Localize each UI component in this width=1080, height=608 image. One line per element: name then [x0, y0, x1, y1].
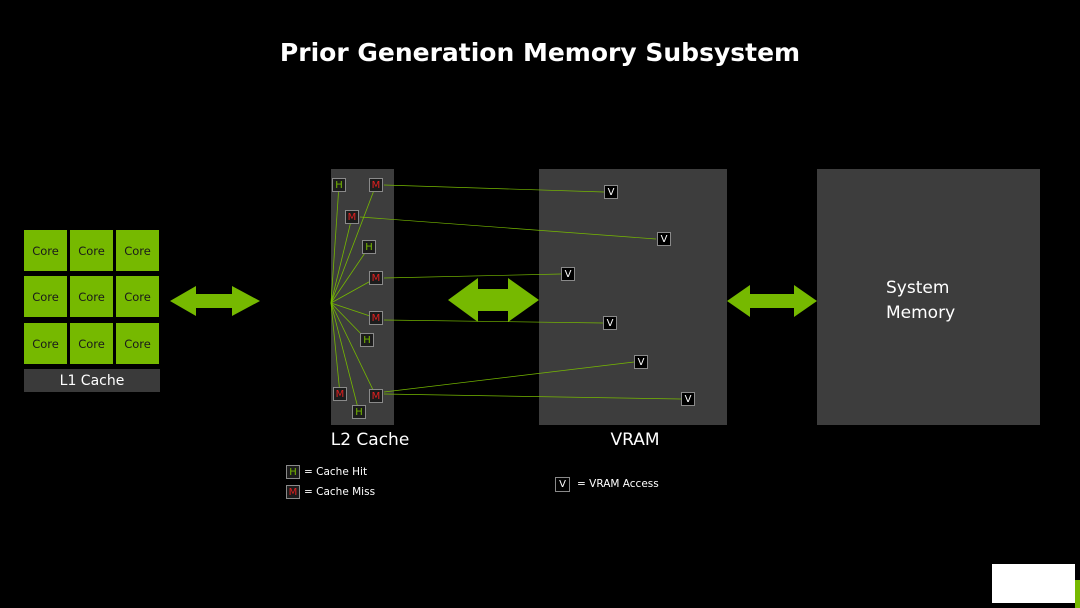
core-3-1: Core [24, 323, 67, 364]
core-grid: Core Core Core Core Core Core Core Core … [24, 230, 160, 365]
l1-l2-double-arrow [170, 286, 260, 316]
legend-miss-tag: M [286, 485, 300, 499]
l2-vram-double-arrow [448, 278, 539, 322]
fan-line-10 [330, 302, 360, 413]
legend-vram-text: = VRAM Access [577, 478, 659, 490]
core-2-1: Core [24, 276, 67, 317]
legend-miss-text: = Cache Miss [304, 486, 376, 498]
vram-label: VRAM [610, 430, 660, 450]
vram-line-1 [383, 184, 605, 193]
vram-line-6 [383, 393, 682, 400]
vram-sysmem-double-arrow [727, 285, 817, 317]
core-1-2: Core [70, 230, 113, 271]
legend-vram-tag: V [555, 477, 570, 492]
core-1-1: Core [24, 230, 67, 271]
system-memory-label: System Memory [886, 276, 955, 326]
l2-hit-tag-3: H [360, 333, 374, 347]
page-title: Prior Generation Memory Subsystem [279, 38, 801, 67]
vram-block [539, 169, 727, 425]
core-1-3: Core [116, 230, 159, 271]
fan-line-9 [330, 302, 377, 397]
l2-hit-tag-2: H [362, 240, 376, 254]
system-memory-line-1: System [886, 278, 950, 298]
system-memory-line-2: Memory [886, 303, 956, 323]
core-2-3: Core [116, 276, 159, 317]
core-3-3: Core [116, 323, 159, 364]
fan-line-4 [330, 246, 370, 304]
vram-line-2 [359, 216, 657, 240]
l2-miss-tag-6: M [369, 389, 383, 403]
vram-line-5 [383, 361, 635, 393]
corner-green-edge [1075, 580, 1080, 608]
vram-access-tag-2: V [657, 232, 671, 246]
fan-line-8 [330, 302, 341, 395]
l2-miss-tag-2: M [345, 210, 359, 224]
vram-access-tag-4: V [603, 316, 617, 330]
vram-access-tag-3: V [561, 267, 575, 281]
l1-cache-label: L1 Cache [24, 369, 160, 392]
core-2-2: Core [70, 276, 113, 317]
l2-hit-tag-1: H [332, 178, 346, 192]
l2-hit-tag-4: H [352, 405, 366, 419]
vram-access-tag-6: V [681, 392, 695, 406]
vram-access-tag-1: V [604, 185, 618, 199]
l2-cache-label: L2 Cache [330, 430, 410, 450]
corner-white-box [992, 564, 1075, 603]
vram-line-4 [383, 319, 604, 324]
fan-line-1 [330, 184, 340, 304]
l2-miss-tag-3: M [369, 271, 383, 285]
core-3-2: Core [70, 323, 113, 364]
fan-line-5 [330, 277, 377, 304]
l2-miss-tag-5: M [333, 387, 347, 401]
legend-hit-text: = Cache Hit [304, 466, 368, 478]
fan-line-2 [330, 184, 377, 304]
vram-line-3 [383, 273, 562, 279]
vram-access-tag-5: V [634, 355, 648, 369]
l2-fanout-lines [330, 184, 377, 413]
l2-miss-tag-1: M [369, 178, 383, 192]
legend-hit-tag: H [286, 465, 300, 479]
fan-line-6 [330, 302, 377, 319]
miss-to-vram-lines [359, 184, 682, 400]
fan-line-3 [330, 216, 353, 304]
l2-miss-tag-4: M [369, 311, 383, 325]
system-memory-block [817, 169, 1040, 425]
